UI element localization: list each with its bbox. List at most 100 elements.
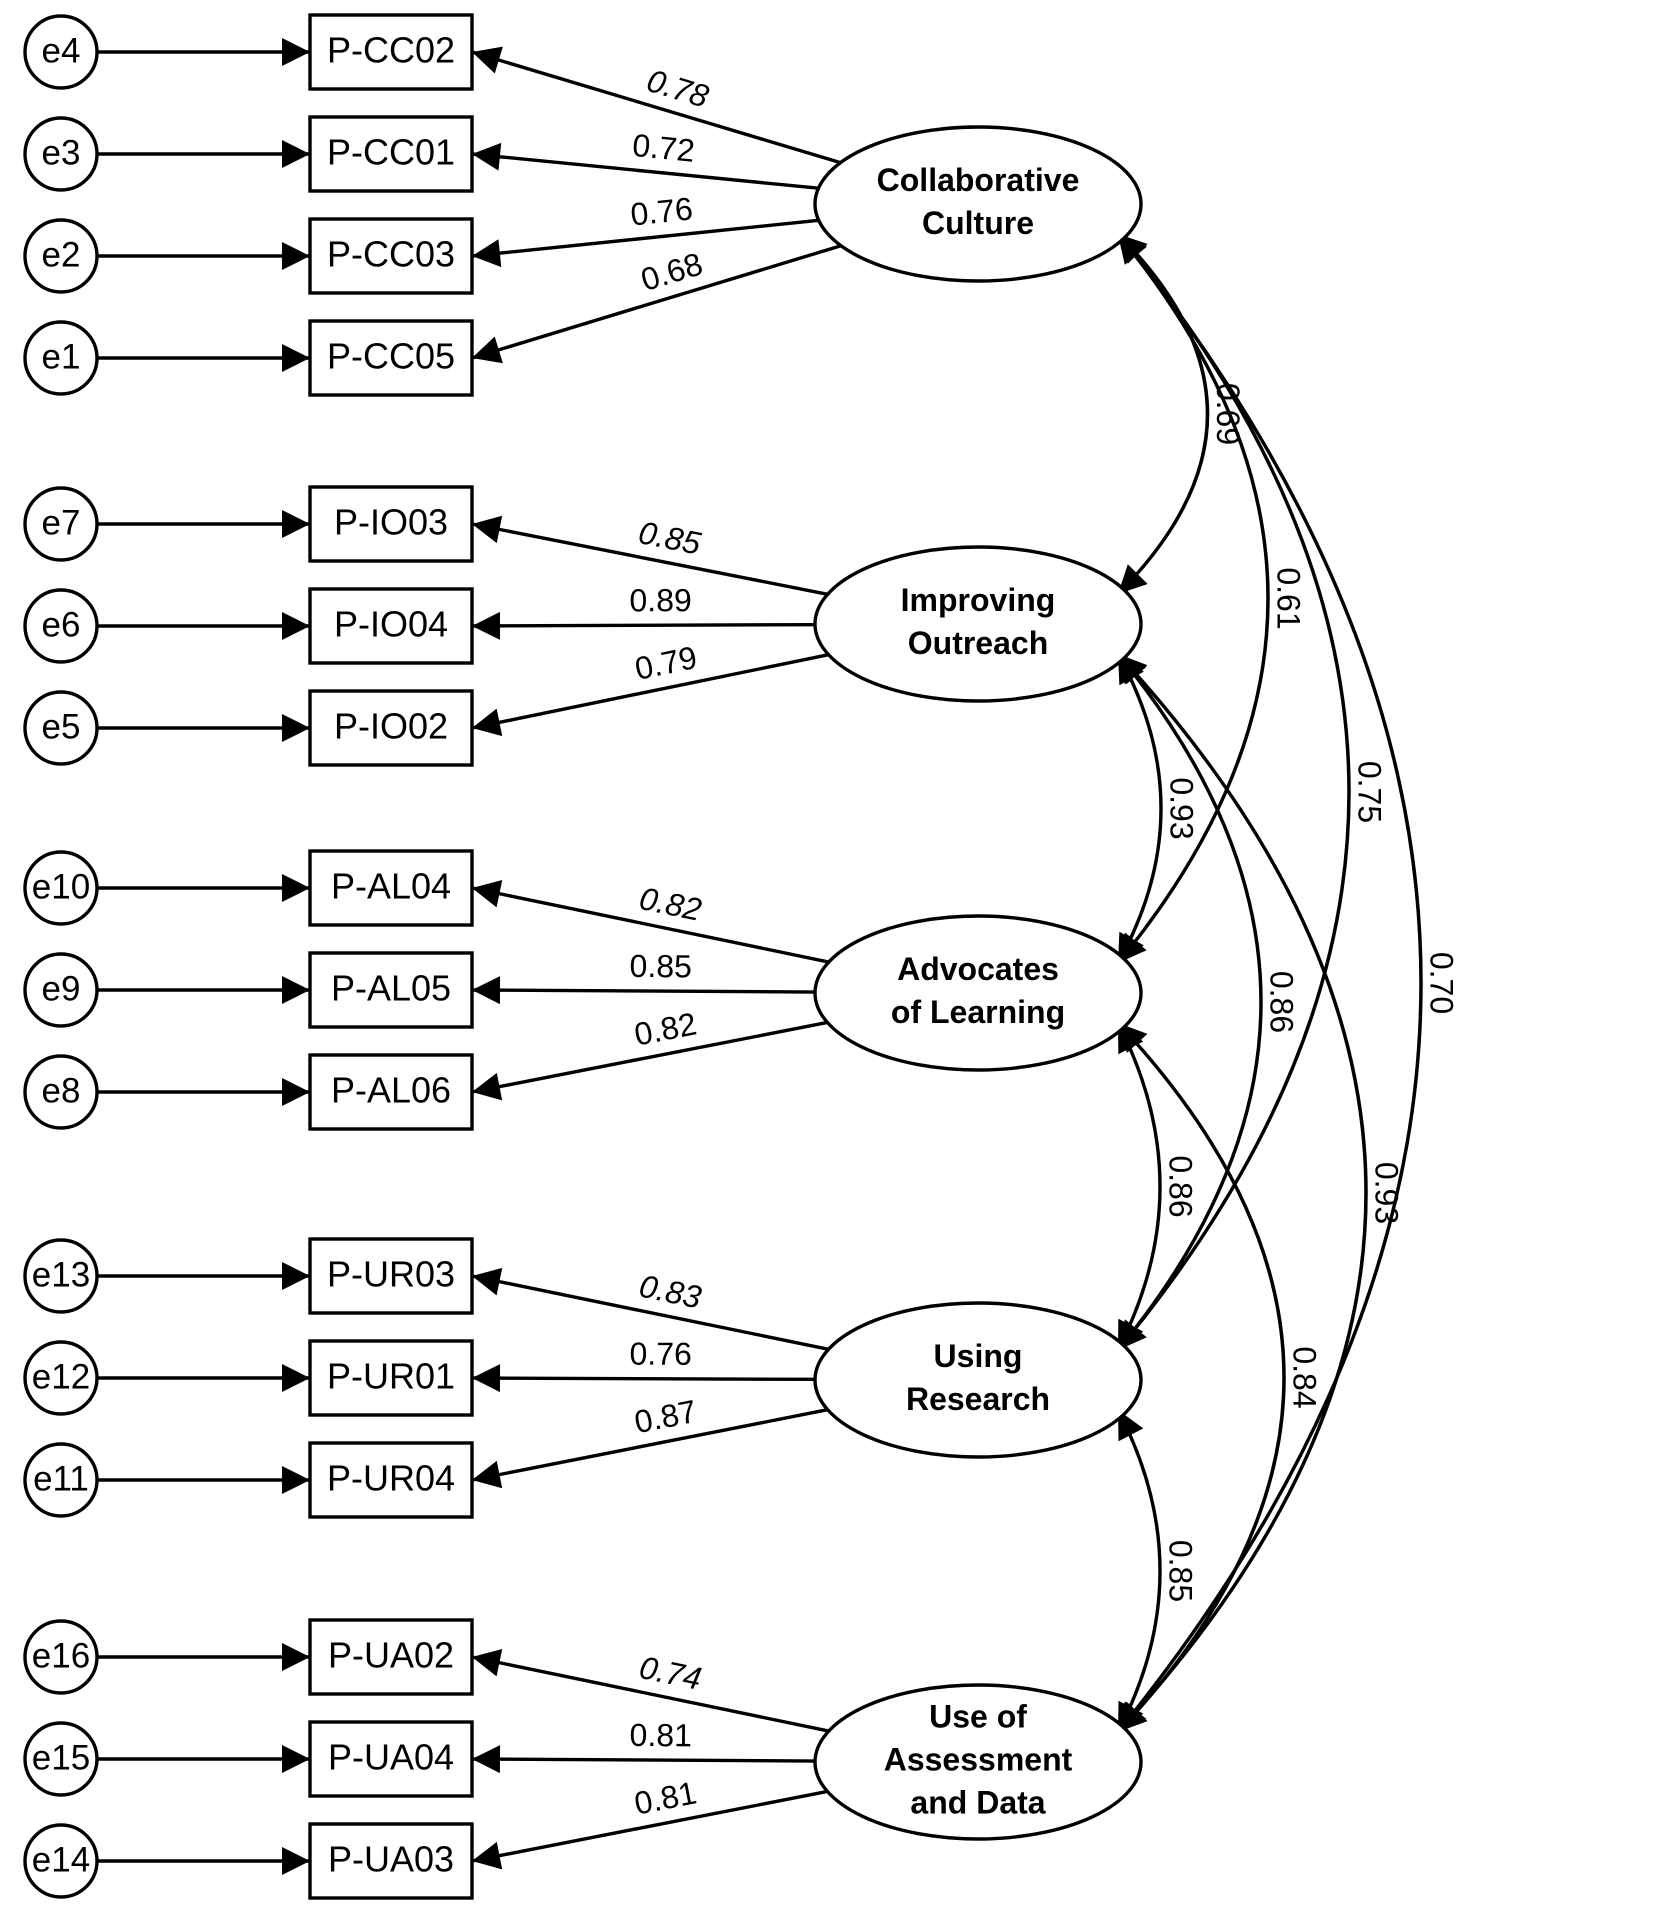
correlation-label-cc-io: 0.69 <box>1210 383 1246 445</box>
error-label-e16: e16 <box>32 1636 90 1675</box>
correlation-label-al-ur: 0.86 <box>1163 1155 1199 1217</box>
indicator-label-p-ur01: P-UR01 <box>327 1356 455 1397</box>
loading-path-p-al05 <box>471 976 816 1005</box>
correlation-curve-cc-io <box>1116 232 1210 596</box>
error-node-e13 <box>23 1238 99 1314</box>
indicator-box-p-cc03 <box>308 217 474 295</box>
loading-label-p-al06: 0.82 <box>631 1005 699 1052</box>
loading-label-p-io03: 0.85 <box>636 514 704 561</box>
indicator-label-p-cc02: P-CC02 <box>327 30 455 71</box>
latent-label-ur-1: Using <box>934 1338 1023 1374</box>
loading-path-p-ur01 <box>471 1364 816 1393</box>
indicator-label-p-al05: P-AL05 <box>331 968 451 1009</box>
indicator-label-p-ua03: P-UA03 <box>328 1839 454 1880</box>
error-node-e5 <box>23 690 99 766</box>
latent-node-cc <box>813 125 1143 283</box>
loading-path-p-al04 <box>471 879 830 964</box>
indicator-label-p-io03: P-IO03 <box>334 502 448 543</box>
error-label-e12: e12 <box>32 1357 90 1396</box>
loading-path-p-cc03 <box>471 218 819 268</box>
error-node-e3 <box>23 116 99 192</box>
latent-node-ur <box>813 1301 1143 1459</box>
loading-label-p-ua03: 0.81 <box>631 1774 699 1821</box>
correlation-curve-al-ua <box>1116 1021 1286 1734</box>
latent-node-al <box>813 914 1143 1072</box>
loading-label-p-cc03: 0.76 <box>629 190 695 232</box>
loading-path-p-io03 <box>471 515 828 596</box>
indicator-label-p-io04: P-IO04 <box>334 604 448 645</box>
error-node-e7 <box>23 486 99 562</box>
latent-node-io <box>813 545 1143 703</box>
indicator-label-p-ua04: P-UA04 <box>328 1737 454 1778</box>
loading-path-p-io04 <box>471 611 816 640</box>
error-node-e2 <box>23 218 99 294</box>
indicator-box-p-cc05 <box>308 319 474 397</box>
latent-node-ua <box>813 1683 1143 1841</box>
loading-path-p-io02 <box>471 653 829 737</box>
label-layer: 0.690.610.750.700.930.860.930.860.840.85… <box>629 62 1460 1821</box>
indicator-label-p-cc01: P-CC01 <box>327 132 455 173</box>
error-node-e8 <box>23 1054 99 1130</box>
indicator-box-p-io02 <box>308 689 474 767</box>
error-node-e1 <box>23 320 99 396</box>
latent-label-ua-3: and Data <box>910 1784 1045 1820</box>
indicator-box-p-ua02 <box>308 1618 474 1696</box>
error-label-e4: e4 <box>42 31 81 70</box>
loading-label-p-io04: 0.89 <box>629 582 691 618</box>
error-node-e11 <box>23 1442 99 1518</box>
path-layer <box>97 38 842 1875</box>
correlation-label-io-ur: 0.86 <box>1264 971 1300 1033</box>
error-node-e6 <box>23 588 99 664</box>
loading-label-p-ua02: 0.74 <box>636 1649 704 1697</box>
indicator-label-p-cc03: P-CC03 <box>327 234 455 275</box>
indicator-box-p-ur04 <box>308 1441 474 1519</box>
correlation-curve-cc-al <box>1116 232 1270 965</box>
indicator-label-p-al06: P-AL06 <box>331 1070 451 1111</box>
loading-path-p-al06 <box>471 1020 828 1101</box>
correlation-label-cc-al: 0.61 <box>1271 567 1307 629</box>
loading-path-p-ur04 <box>471 1408 828 1489</box>
loading-label-p-ur01: 0.76 <box>629 1336 691 1372</box>
correlation-label-ur-ua: 0.85 <box>1163 1540 1199 1602</box>
loading-path-p-ua03 <box>471 1789 828 1870</box>
indicator-box-p-al05 <box>308 951 474 1029</box>
indicator-label-p-io02: P-IO02 <box>334 706 448 747</box>
correlation-label-al-ua: 0.84 <box>1287 1346 1323 1408</box>
error-node-e16 <box>23 1619 99 1695</box>
indicator-label-p-cc05: P-CC05 <box>327 336 455 377</box>
indicator-box-p-al06 <box>308 1053 474 1131</box>
error-label-e8: e8 <box>42 1071 81 1110</box>
error-label-e15: e15 <box>32 1738 90 1777</box>
error-label-e2: e2 <box>42 235 81 274</box>
loading-label-p-cc01: 0.72 <box>631 127 697 169</box>
error-label-e14: e14 <box>32 1840 90 1879</box>
loading-path-p-ua02 <box>471 1648 830 1733</box>
indicator-box-p-ur03 <box>308 1237 474 1315</box>
indicator-box-p-io04 <box>308 587 474 665</box>
correlation-label-cc-ur: 0.75 <box>1352 761 1388 823</box>
indicator-box-p-ur01 <box>308 1339 474 1417</box>
error-label-e10: e10 <box>32 867 90 906</box>
indicator-box-p-al04 <box>308 849 474 927</box>
error-label-e5: e5 <box>42 707 81 746</box>
indicator-box-p-ua04 <box>308 1720 474 1798</box>
indicator-label-p-ua02: P-UA02 <box>328 1635 454 1676</box>
latent-label-ua-1: Use of <box>929 1698 1027 1734</box>
loading-path-p-cc02 <box>471 46 841 165</box>
latent-label-ua-2: Assessment <box>884 1741 1073 1777</box>
correlation-label-cc-ua: 0.70 <box>1424 952 1460 1014</box>
correlation-layer <box>1116 232 1423 1734</box>
latent-label-al-1: Advocates <box>897 951 1059 987</box>
latent-label-ur-2: Research <box>906 1381 1050 1417</box>
indicator-label-p-ur03: P-UR03 <box>327 1254 455 1295</box>
error-label-e13: e13 <box>32 1255 90 1294</box>
correlation-curve-io-ur <box>1116 652 1263 1352</box>
error-label-e6: e6 <box>42 605 81 644</box>
loading-label-p-ur04: 0.87 <box>631 1393 699 1440</box>
loading-path-p-ua04 <box>471 1745 816 1774</box>
loading-label-p-ua04: 0.81 <box>629 1717 691 1753</box>
correlation-label-io-ua: 0.93 <box>1369 1162 1405 1224</box>
error-label-e1: e1 <box>42 337 81 376</box>
